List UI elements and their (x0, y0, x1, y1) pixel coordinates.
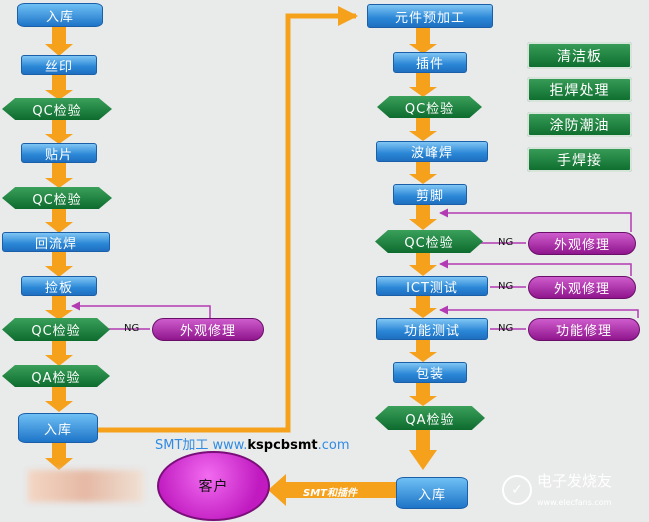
watermark-domain: kspcbsmt (247, 438, 318, 453)
right-node-function-test: 功能测试 (376, 318, 488, 340)
watermark-www: www. (212, 438, 248, 453)
brand-name: 电子发烧友 (537, 472, 613, 490)
right-repair-appearance-1: 外观修理 (528, 232, 636, 255)
to-client-arrow (268, 474, 396, 506)
left-node-qc-2: QC检验 (2, 187, 112, 209)
left-node-warehouse-in: 入库 (17, 3, 103, 27)
right-node-qc-2: QC检验 (375, 230, 483, 253)
site-watermark: SMT加工 www.kspcbsmt.com (155, 434, 350, 453)
left-to-right-connector (96, 6, 358, 433)
client-node: 客户 (157, 451, 270, 521)
right-node-component-preprocess: 元件预加工 (367, 4, 493, 28)
chat-bubble-icon: ✓ (502, 474, 532, 505)
right-chain-arrows (409, 26, 437, 470)
left-node-silkscreen: 丝印 (21, 55, 97, 75)
left-node-qa: QA检验 (2, 365, 110, 387)
watermark-prefix: SMT加工 (155, 438, 213, 453)
right-node-insertion: 插件 (393, 52, 467, 73)
right-node-packing: 包装 (393, 362, 467, 383)
right-ng-label-1: NG (498, 237, 514, 248)
side-hand-solder: 手焊接 (527, 147, 632, 172)
right-repair-loops (439, 208, 639, 330)
right-node-qc-1: QC检验 (377, 96, 482, 118)
left-repair-appearance: 外观修理 (152, 318, 264, 341)
left-chain-arrows (45, 26, 73, 470)
smt-insertion-label: SMT和插件 (303, 488, 357, 499)
right-repair-function: 功能修理 (528, 318, 640, 341)
right-node-warehouse-out: 入库 (396, 477, 468, 509)
brand-url: www.elecfans.com (537, 498, 612, 507)
right-node-qa: QA检验 (375, 406, 485, 430)
left-node-qc-1: QC检验 (2, 98, 112, 120)
left-node-warehouse-out: 入库 (18, 413, 98, 443)
right-node-ict-test: ICT测试 (376, 276, 488, 296)
watermark-tld: .com (317, 438, 350, 453)
brand-logo: ✓ 电子发烧友 www.elecfans.com (502, 470, 612, 509)
left-node-placement: 贴片 (21, 143, 97, 163)
side-conformal-coat: 涂防潮油 (527, 112, 632, 137)
right-node-wave-solder: 波峰焊 (376, 141, 488, 162)
left-ng-label: NG (124, 323, 140, 334)
left-node-qc-3: QC检验 (2, 318, 110, 341)
right-ng-label-3: NG (498, 323, 514, 334)
side-solder-resist: 拒焊处理 (527, 77, 632, 102)
right-ng-label-2: NG (498, 281, 514, 292)
left-node-board-pick: 捡板 (21, 276, 97, 296)
right-node-lead-trim: 剪脚 (393, 184, 467, 205)
side-cleaning-board: 清洁板 (527, 42, 632, 69)
left-node-reflow: 回流焊 (2, 232, 110, 252)
right-repair-appearance-2: 外观修理 (528, 276, 636, 299)
blurred-region (28, 470, 143, 502)
